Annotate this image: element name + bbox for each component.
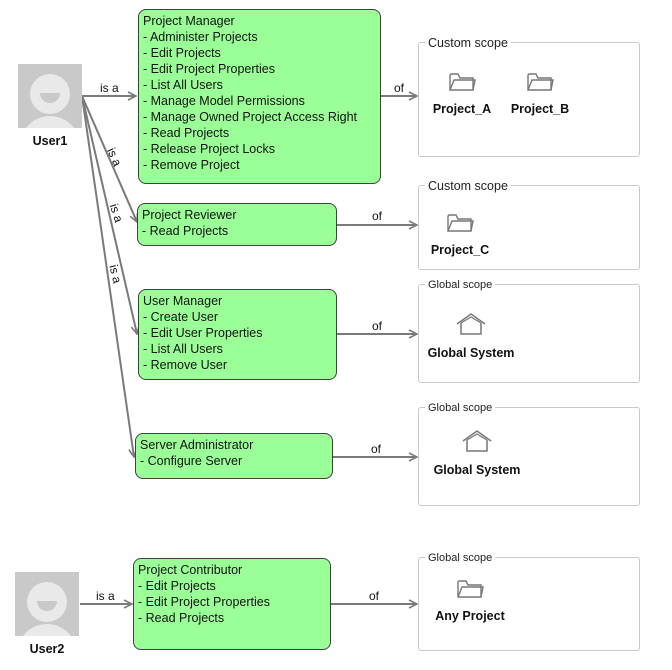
permission-item: Edit Projects	[138, 578, 326, 594]
role-box-project-reviewer[interactable]: Project Reviewer Read Projects	[137, 203, 337, 246]
role-box-server-administrator[interactable]: Server Administrator Configure Server	[135, 433, 333, 479]
user-name: User2	[29, 642, 65, 656]
avatar	[15, 572, 79, 636]
permission-item: Read Projects	[143, 125, 376, 141]
permission-item: Manage Model Permissions	[143, 93, 376, 109]
permission-item: Remove Project	[143, 157, 376, 173]
edge-label-of: of	[372, 319, 383, 333]
scope-box[interactable]: Custom scope Project_C	[415, 178, 640, 270]
permission-item: Edit Project Properties	[143, 61, 376, 77]
role-title: User Manager	[143, 294, 223, 308]
role-title: Server Administrator	[140, 438, 254, 452]
permission-item: List All Users	[143, 77, 376, 93]
edge-label-is-a: is a	[96, 589, 115, 603]
home-icon	[462, 430, 492, 452]
edge-label-of: of	[394, 81, 405, 95]
edge-user1-user-manager	[81, 95, 137, 334]
scope-item[interactable]: Global System	[429, 428, 525, 477]
permission-item: Edit Projects	[143, 45, 376, 61]
role-box-project-manager[interactable]: Project Manager Administer Projects Edit…	[138, 9, 381, 184]
folder-icon	[447, 214, 474, 232]
edge-user1-project-reviewer	[81, 95, 137, 222]
item-name: Global System	[427, 346, 515, 360]
item-name: Project_A	[432, 102, 492, 116]
scope-label: Custom scope	[425, 178, 511, 194]
item-name: Any Project	[435, 609, 505, 623]
avatar	[18, 64, 82, 128]
permission-item: List All Users	[143, 341, 332, 357]
folder-icon	[457, 580, 484, 598]
permission-item: Read Projects	[142, 223, 332, 239]
permission-item: Administer Projects	[143, 29, 376, 45]
scope-item[interactable]: Project_C	[415, 210, 505, 257]
scope-item[interactable]: Global System	[423, 311, 519, 360]
folder-icon	[449, 73, 476, 91]
scope-item[interactable]: Any Project	[425, 576, 515, 623]
scope-label: Custom scope	[425, 35, 511, 51]
role-box-user-manager[interactable]: User Manager Create User Edit User Prope…	[138, 289, 337, 380]
scope-box[interactable]: Global scope Global System	[418, 400, 640, 506]
edge-label-of: of	[369, 589, 380, 603]
permission-item: Manage Owned Project Access Right	[143, 109, 376, 125]
edge-user1-server-admin	[81, 95, 134, 457]
permission-item: Read Projects	[138, 610, 326, 626]
scope-box[interactable]: Custom scope Project_A Project_B	[417, 35, 640, 157]
role-title: Project Reviewer	[142, 208, 237, 222]
home-icon	[456, 313, 486, 335]
permission-item: Create User	[143, 309, 332, 325]
permission-item: Release Project Locks	[143, 141, 376, 157]
edge-label-is-a: is a	[100, 81, 119, 95]
item-name: Global System	[433, 463, 521, 477]
scope-item[interactable]: Project_A	[417, 69, 507, 116]
item-name: Project_B	[510, 102, 570, 116]
role-title: Project Contributor	[138, 563, 243, 577]
user-name: User1	[32, 134, 68, 148]
scope-item[interactable]: Project_B	[495, 69, 585, 116]
permission-item: Edit User Properties	[143, 325, 332, 341]
scope-label: Global scope	[425, 277, 496, 293]
edge-label-of: of	[372, 209, 383, 223]
item-name: Project_C	[430, 243, 490, 257]
role-title: Project Manager	[143, 14, 235, 28]
folder-icon	[527, 73, 554, 91]
role-box-project-contributor[interactable]: Project Contributor Edit Projects Edit P…	[133, 558, 331, 650]
scope-box[interactable]: Global scope Any Project	[418, 550, 640, 651]
scope-label: Global scope	[425, 550, 496, 566]
user-node[interactable]: User2	[12, 572, 82, 656]
user-node[interactable]: User1	[15, 64, 85, 148]
scope-box[interactable]: Global scope Global System	[418, 277, 640, 383]
scope-label: Global scope	[425, 400, 496, 416]
permission-item: Configure Server	[140, 453, 328, 469]
permission-item: Edit Project Properties	[138, 594, 326, 610]
edge-label-of: of	[371, 442, 382, 456]
permission-item: Remove User	[143, 357, 332, 373]
